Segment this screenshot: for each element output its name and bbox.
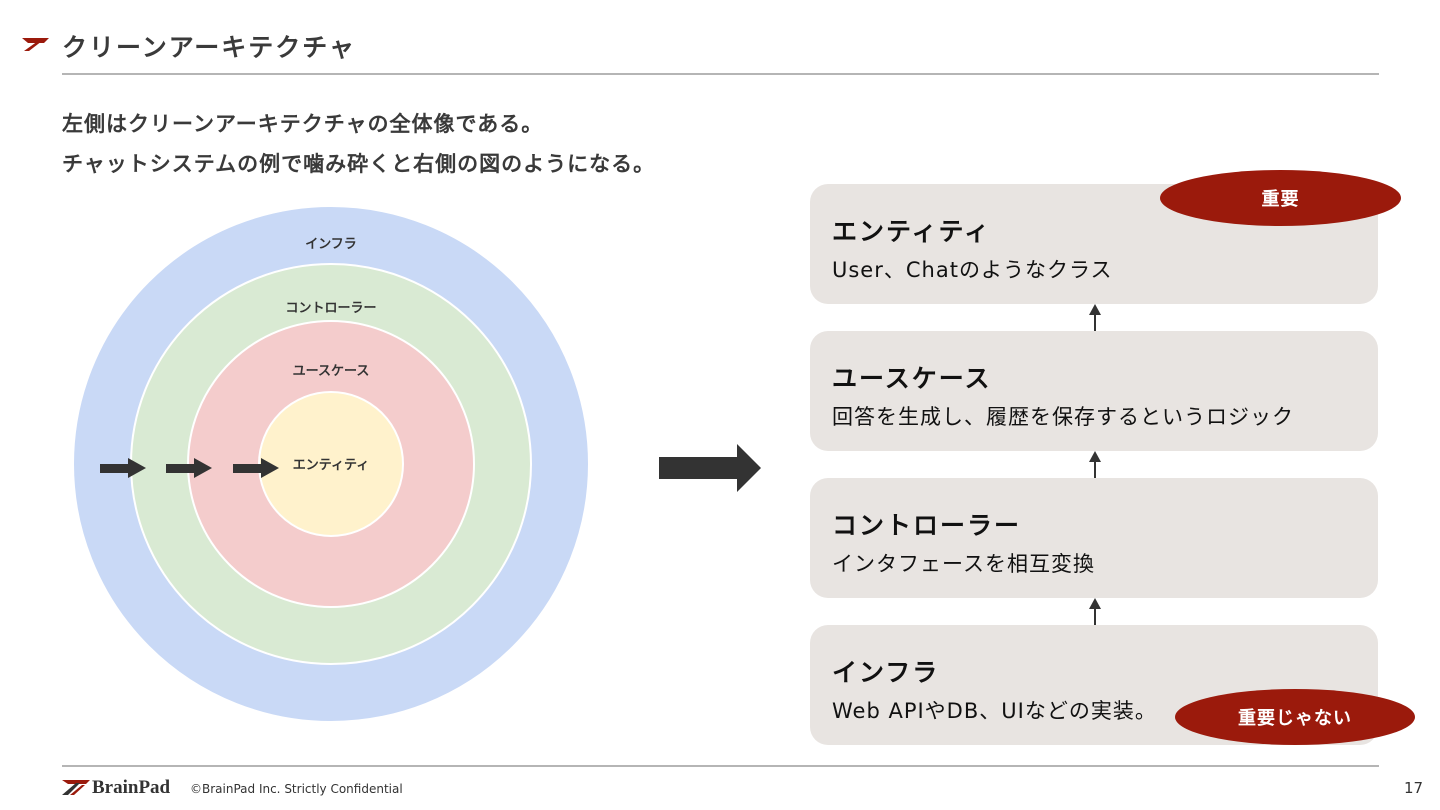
clean-architecture-circles: インフラ コントローラー ユースケース エンティティ: [72, 205, 590, 723]
important-badge: 重要: [1160, 170, 1401, 226]
layer-box-controller: コントローラー インタフェースを相互変換: [810, 478, 1378, 598]
layer-box-entity: エンティティ User、Chatのようなクラス: [810, 184, 1378, 304]
label-usecase: ユースケース: [293, 364, 370, 379]
layer-description: User、Chatのようなクラス: [832, 258, 1113, 282]
layer-description: 回答を生成し、履歴を保存するというロジック: [832, 405, 1294, 429]
slide-title: クリーンアーキテクチャ: [62, 33, 357, 62]
inward-arrow-2: [166, 458, 212, 478]
lead-line-1: 左側はクリーンアーキテクチャの全体像である。: [62, 112, 544, 136]
inward-arrow-1: [100, 458, 146, 478]
layer-title: コントローラー: [832, 511, 1022, 540]
up-arrow-icon: [1089, 598, 1101, 626]
layer-box-usecase: ユースケース 回答を生成し、履歴を保存するというロジック: [810, 331, 1378, 451]
not-important-badge: 重要じゃない: [1175, 689, 1415, 745]
page-number: 17: [1404, 779, 1424, 797]
up-arrow-icon: [1089, 451, 1101, 479]
logo-text: BrainPad: [92, 777, 171, 798]
footer-divider: [62, 765, 1379, 767]
up-arrow-icon: [1089, 304, 1101, 332]
title-divider: [62, 73, 1379, 75]
label-entity: エンティティ: [293, 458, 369, 473]
label-controller: コントローラー: [285, 301, 376, 316]
layer-description: インタフェースを相互変換: [832, 552, 1095, 576]
copyright-text: ©BrainPad Inc. Strictly Confidential: [190, 782, 403, 796]
big-right-arrow: [659, 444, 761, 492]
label-infra: インフラ: [305, 237, 357, 252]
lead-line-2: チャットシステムの例で噛み砕くと右側の図のようになる。: [62, 152, 656, 176]
layer-title: インフラ: [832, 658, 940, 687]
layer-title: ユースケース: [832, 364, 992, 393]
inward-arrow-3: [233, 458, 279, 478]
brainpad-logo: BrainPad: [62, 777, 171, 798]
title-mark-icon: [22, 38, 49, 51]
layer-title: エンティティ: [832, 217, 992, 246]
layer-description: Web APIやDB、UIなどの実装。: [832, 699, 1157, 723]
